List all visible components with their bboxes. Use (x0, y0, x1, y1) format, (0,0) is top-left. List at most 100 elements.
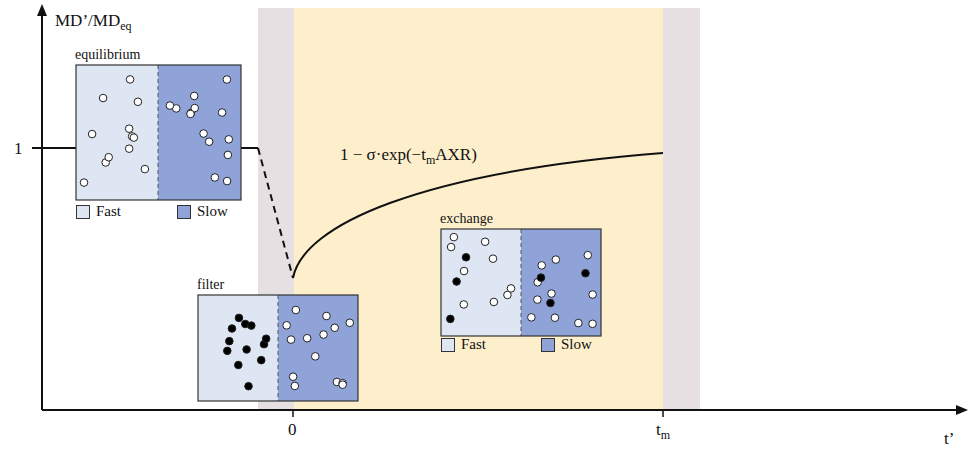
legend-entry: Fast (76, 204, 121, 219)
spin-dot (200, 130, 208, 138)
inset-box: filter (197, 278, 359, 402)
tick-label: tm (656, 421, 670, 441)
fast-compartment (441, 229, 521, 336)
spin-dot (481, 238, 489, 246)
spin-dot (226, 337, 234, 345)
spin-dot (547, 299, 555, 307)
legend-text: Fast (461, 337, 486, 352)
membrane (278, 295, 279, 401)
compartment-illustration (197, 294, 359, 402)
spin-dot (323, 312, 331, 320)
spin-dot (552, 256, 560, 264)
x-axis (42, 409, 958, 411)
spin-dot (134, 98, 142, 106)
spin-dot (218, 109, 226, 117)
spin-dot (575, 319, 583, 327)
spin-dot (223, 76, 231, 84)
label-text: 1 − σ·exp(−t (340, 145, 426, 164)
y-axis (41, 12, 43, 410)
spin-dot (287, 336, 295, 344)
legend-swatch (76, 205, 90, 219)
filter-drop (258, 148, 293, 278)
spin-dot (211, 174, 219, 182)
spin-dot (507, 285, 515, 293)
spin-dot (320, 331, 328, 339)
spin-dot (125, 145, 133, 153)
spin-dot (248, 322, 256, 330)
box-outline (76, 65, 241, 200)
spin-dot (460, 301, 468, 309)
inset-box: equilibrium (75, 48, 242, 201)
legend-entry: Slow (541, 337, 592, 352)
spin-dot (224, 151, 232, 159)
subscript: eq (120, 19, 131, 33)
label-text: MD’/MD (55, 11, 120, 30)
y-axis-label: MD’/MDeq (55, 12, 132, 32)
spin-dot (130, 134, 138, 142)
spin-dot (462, 253, 470, 261)
fast-compartment (198, 295, 278, 401)
slow-compartment (521, 229, 601, 336)
spin-dot (262, 335, 270, 343)
x-axis-label: t’ (944, 430, 954, 447)
spin-dot (447, 243, 455, 251)
spin-dot (283, 322, 291, 330)
spin-dot (291, 382, 299, 390)
spin-dot (166, 102, 174, 110)
spin-dot (235, 361, 243, 369)
tick-label: 1 (14, 140, 23, 157)
label-text: 0 (288, 420, 297, 439)
tick (292, 410, 294, 417)
spin-dot (534, 296, 542, 304)
box-outline (441, 229, 601, 336)
spin-dot (311, 353, 319, 361)
spin-dot (125, 125, 133, 133)
spin-dot (584, 251, 592, 259)
inset-box: exchange (440, 212, 602, 337)
spin-dot (528, 314, 536, 322)
slow-compartment (278, 295, 358, 401)
spin-dot (331, 324, 339, 332)
spin-dot (453, 278, 461, 286)
x-arrowhead (956, 405, 968, 415)
label-text: AXR) (435, 145, 477, 164)
tick (662, 410, 664, 417)
formula: 1 − σ·exp(−tmAXR) (340, 146, 477, 166)
membrane (158, 65, 159, 200)
spin-dot (339, 381, 347, 389)
spin-dot (589, 291, 597, 299)
fast-compartment (76, 65, 158, 200)
legend-swatch (177, 205, 191, 219)
spin-dot (235, 314, 243, 322)
grey-band (258, 8, 700, 410)
subscript: m (661, 428, 670, 442)
spin-dot (105, 153, 113, 161)
spin-dot (187, 110, 195, 118)
box-outline (198, 295, 358, 401)
spin-dot (447, 315, 455, 323)
spin-dot (292, 306, 300, 314)
legend-swatch (541, 338, 555, 352)
spin-dot (538, 262, 546, 270)
compartment-illustration (440, 228, 602, 337)
spin-dot (289, 373, 297, 381)
membrane (521, 229, 522, 336)
spin-dot (460, 267, 468, 275)
spin-dot (303, 334, 311, 342)
legend-text: Fast (96, 204, 121, 219)
tick-label: 0 (288, 421, 297, 438)
spin-dot (80, 179, 88, 187)
spin-dot (225, 136, 233, 144)
label-text: t (656, 420, 661, 439)
legend-text: Slow (561, 337, 592, 352)
subscript: m (426, 153, 435, 167)
spin-dot (243, 346, 251, 354)
legend-swatch (441, 338, 455, 352)
spin-dot (582, 269, 590, 277)
label-text: 1 (14, 139, 23, 158)
spin-dot (551, 314, 559, 322)
spin-dot (589, 320, 597, 328)
spin-dot (223, 347, 231, 355)
spin-dot (489, 255, 497, 263)
spin-dot (99, 94, 107, 102)
